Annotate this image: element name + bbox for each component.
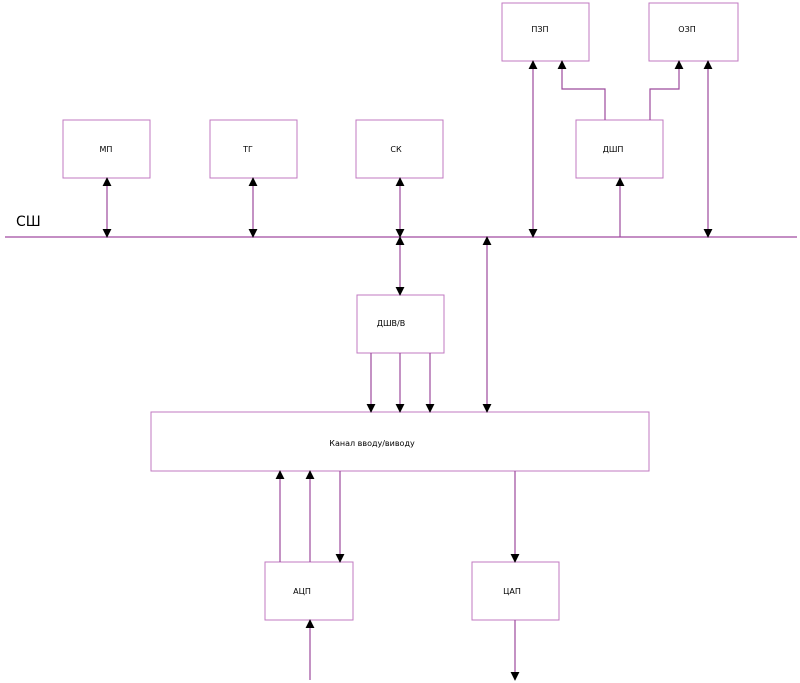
block-mp: МП: [62, 119, 151, 179]
block-io-channel: Канал вводу/виводу: [150, 411, 650, 472]
block-pzp-label: ПЗП: [531, 25, 548, 34]
block-sk-label: СК: [390, 145, 402, 154]
block-dac: ЦАП: [471, 561, 560, 621]
block-adc-label: АЦП: [293, 587, 311, 596]
block-sk: СК: [355, 119, 444, 179]
system-bus-label: СШ: [16, 214, 41, 230]
block-dshp-label: ДШП: [603, 145, 624, 154]
connector-dshp-pzp: [557, 60, 606, 120]
block-mp-label: МП: [100, 145, 113, 154]
block-dshvv: ДШВ/В: [356, 294, 445, 354]
block-io-channel-label: Канал вводу/виводу: [329, 439, 415, 448]
block-pzp: ПЗП: [501, 2, 590, 62]
block-ozp-label: ОЗП: [678, 25, 695, 34]
block-tg: ТГ: [209, 119, 298, 179]
block-dshp: ДШП: [575, 119, 664, 179]
block-tg-label: ТГ: [242, 145, 253, 154]
block-ozp: ОЗП: [648, 2, 739, 62]
block-dshvv-label: ДШВ/В: [377, 319, 405, 328]
block-dac-label: ЦАП: [503, 587, 521, 596]
connector-dshp-ozp: [649, 60, 684, 120]
block-adc: АЦП: [264, 561, 354, 621]
